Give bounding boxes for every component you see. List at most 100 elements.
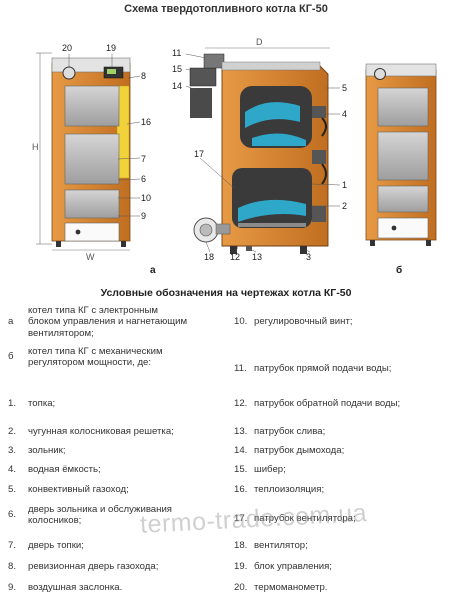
legend-item: 20. термоманометр. [234, 582, 450, 594]
legend-item: 11. патрубок прямой подачи воды; [234, 363, 450, 375]
legend-item-text: теплоизоляция; [254, 484, 325, 495]
legend-item-text: регулировочный винт; [254, 316, 353, 327]
legend-item: 6. дверь зольника и обслуживания колосни… [8, 503, 232, 527]
legend-item-text: патрубок дымохода; [254, 445, 345, 456]
legend-item-text: патрубок вентилятора; [254, 513, 356, 524]
dim-w-label: W [86, 252, 95, 262]
dim-d-label: D [256, 37, 263, 47]
legend-item-num: 4. [8, 464, 17, 475]
legend-item-num: 6. [8, 509, 17, 521]
legend-item-num: 17. [234, 513, 248, 524]
callout-16: 16 [141, 117, 151, 127]
view-b-label: б [396, 264, 402, 276]
legend-item: 4. водная ёмкость; [8, 464, 232, 476]
callout-7: 7 [141, 154, 146, 164]
dim-h-label: H [32, 142, 39, 152]
legend-item-num: 11. [234, 363, 247, 374]
view-a-front: H W [32, 52, 131, 262]
legend-item-text: дверь топки; [28, 540, 84, 551]
legend-item: 16. теплоизоляция; [234, 484, 450, 496]
callout-9: 9 [141, 211, 146, 221]
callout-19: 19 [106, 43, 116, 53]
legend-item-num: 13. [234, 426, 248, 437]
legend-item: 5. конвективный газоход; [8, 484, 232, 496]
legend-item-num: 5. [8, 484, 17, 495]
legend-item-text: зольник; [28, 445, 66, 456]
legend-item-num: 3. [8, 445, 17, 456]
legend-item: а котел типа КГ с электронным блоком упр… [8, 304, 232, 340]
legend-item: 10. регулировочный винт; [234, 316, 450, 328]
callout-11: 11 [172, 48, 181, 58]
legend-item: 13. патрубок слива; [234, 426, 450, 438]
legend-item-text: топка; [28, 398, 56, 409]
legend-item-num: 16. [234, 484, 248, 495]
legend-item: 12. патрубок обратной подачи воды; [234, 398, 450, 410]
legend-item-num: 2. [8, 426, 17, 437]
legend-item-num: 14. [234, 445, 248, 456]
callout-3: 3 [306, 252, 311, 262]
legend-item-num: 12. [234, 398, 248, 409]
callout-4: 4 [342, 109, 347, 119]
callout-5: 5 [342, 83, 347, 93]
legend-item-text: блок управления; [254, 561, 332, 572]
legend-item-text: конвективный газоход; [28, 484, 129, 495]
callout-15: 15 [172, 64, 182, 74]
legend-item-text: патрубок прямой подачи воды; [254, 363, 392, 374]
legend-item-text: патрубок обратной подачи воды; [254, 398, 401, 409]
legend-item-text: котел типа КГ с электронным блоком управ… [28, 304, 188, 339]
legend-item: 8. ревизионная дверь газохода; [8, 561, 232, 573]
legend-title: Условные обозначения на чертежах котла К… [100, 287, 352, 299]
legend-item-text: шибер; [254, 464, 286, 475]
legend-item-num: 18. [234, 540, 248, 551]
legend-item-num: 9. [8, 582, 17, 593]
legend-item: б котел типа КГ с механическим регулятор… [8, 344, 232, 370]
legend-item-num: 7. [8, 540, 17, 551]
legend-item: 2. чугунная колосниковая решетка; [8, 426, 232, 438]
legend-item-num: 20. [234, 582, 248, 593]
view-side-section: D [189, 37, 330, 254]
callout-20: 20 [62, 43, 72, 53]
callouts-side-view [185, 53, 341, 253]
legend-item-text: котел типа КГ с механическим регулятором… [28, 345, 163, 369]
callout-2: 2 [342, 201, 347, 211]
callout-6: 6 [141, 174, 146, 184]
legend-item-text: чугунная колосниковая решетка; [28, 426, 174, 437]
legend-item-text: патрубок слива; [254, 426, 326, 437]
legend-item: 9. воздушная заслонка. [8, 582, 232, 594]
legend-item: 14. патрубок дымохода; [234, 445, 450, 457]
legend-item: 17. патрубок вентилятора; [234, 513, 450, 525]
legend: а котел типа КГ с электронным блоком упр… [0, 300, 452, 604]
legend-item-num: 19. [234, 561, 248, 572]
legend-item: 7. дверь топки; [8, 540, 232, 552]
page-title: Схема твердотопливного котла КГ-50 [124, 3, 328, 15]
legend-item-text: водная ёмкость; [28, 464, 101, 475]
callout-18: 18 [204, 252, 214, 262]
callout-1: 1 [342, 180, 347, 190]
legend-item-num: 15. [234, 464, 248, 475]
boiler-diagram: H W 20 19 8 1 [32, 37, 437, 276]
legend-item: 18. вентилятор; [234, 540, 450, 552]
legend-item-num: а [8, 316, 14, 328]
legend-item-num: б [8, 351, 14, 363]
legend-item: 1. топка; [8, 398, 232, 410]
callout-12: 12 [230, 252, 240, 262]
view-b-front [365, 63, 437, 246]
legend-item-text: термоманометр. [254, 582, 328, 593]
legend-item-text: вентилятор; [254, 540, 308, 551]
callout-17: 17 [194, 149, 204, 159]
callout-8: 8 [141, 71, 146, 81]
legend-item-num: 8. [8, 561, 17, 572]
legend-item: 19. блок управления; [234, 561, 450, 573]
legend-item-num: 10. [234, 316, 248, 327]
callout-13: 13 [252, 252, 262, 262]
view-a-label: а [150, 265, 156, 276]
callouts-view-a [68, 54, 141, 217]
legend-item: 15. шибер; [234, 464, 450, 476]
callout-10: 10 [141, 193, 151, 203]
callout-14: 14 [172, 81, 182, 91]
legend-item-text: воздушная заслонка. [28, 582, 123, 593]
legend-item-num: 1. [8, 398, 17, 409]
legend-item-text: дверь зольника и обслуживания колосников… [28, 503, 172, 527]
legend-item: 3. зольник; [8, 445, 232, 457]
legend-item-text: ревизионная дверь газохода; [28, 561, 159, 572]
